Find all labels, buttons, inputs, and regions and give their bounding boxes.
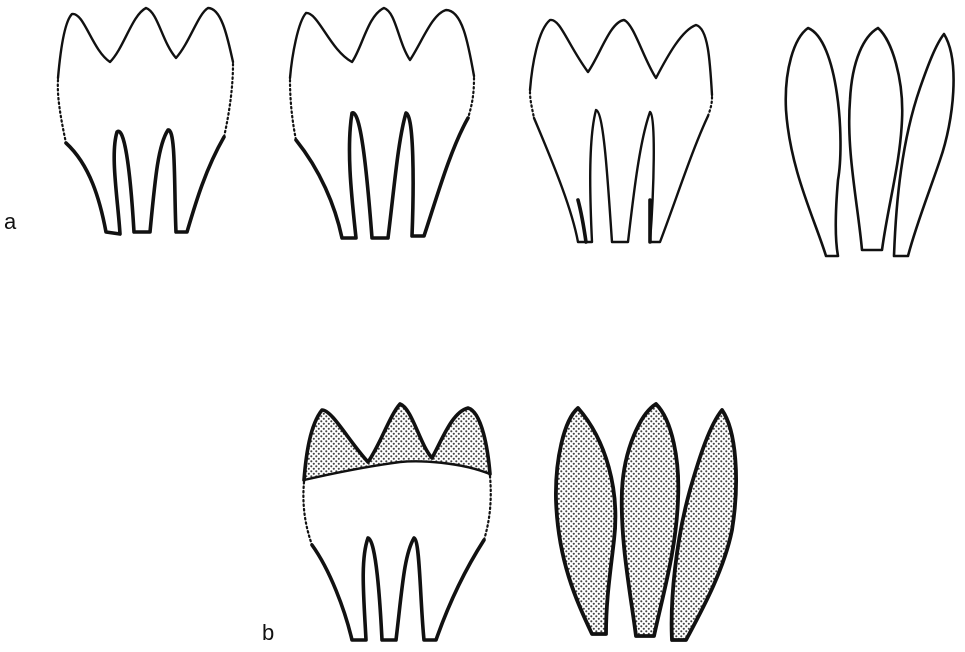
a3-crown-outline bbox=[530, 20, 712, 95]
a4-blade-middle bbox=[849, 28, 902, 250]
drawing-b2 bbox=[556, 404, 736, 640]
drawing-a1 bbox=[58, 8, 233, 234]
drawing-b1 bbox=[303, 404, 490, 640]
drawing-a4 bbox=[786, 28, 954, 256]
panel-label-b: b bbox=[262, 620, 274, 645]
a2-crown-outline bbox=[290, 8, 474, 78]
b2-blade-left bbox=[556, 408, 615, 634]
a3-root-outline bbox=[534, 110, 708, 242]
b2-blade-right bbox=[672, 410, 736, 640]
b2-blade-middle bbox=[622, 404, 679, 636]
panel-label-a: a bbox=[4, 209, 17, 234]
a1-crown-outline bbox=[58, 8, 233, 78]
a2-left-dotted-edge bbox=[290, 80, 296, 140]
drawing-a2 bbox=[290, 8, 474, 238]
a3-root-shading-1 bbox=[578, 200, 586, 242]
b1-right-dotted-edge bbox=[484, 476, 491, 540]
a3-left-dotted-edge bbox=[530, 92, 534, 118]
b1-left-dotted-edge bbox=[303, 482, 312, 545]
a2-root-outline bbox=[296, 113, 468, 238]
a1-right-dotted-edge bbox=[224, 64, 233, 137]
a2-right-dotted-edge bbox=[468, 78, 474, 118]
a1-left-dotted-edge bbox=[58, 80, 66, 143]
drawing-a3 bbox=[530, 20, 712, 242]
a1-root-outline bbox=[66, 130, 224, 234]
a3-right-dotted-edge bbox=[708, 97, 712, 116]
a4-blade-left bbox=[786, 28, 841, 256]
b1-root-outline bbox=[312, 538, 484, 640]
a4-blade-right bbox=[894, 34, 954, 256]
